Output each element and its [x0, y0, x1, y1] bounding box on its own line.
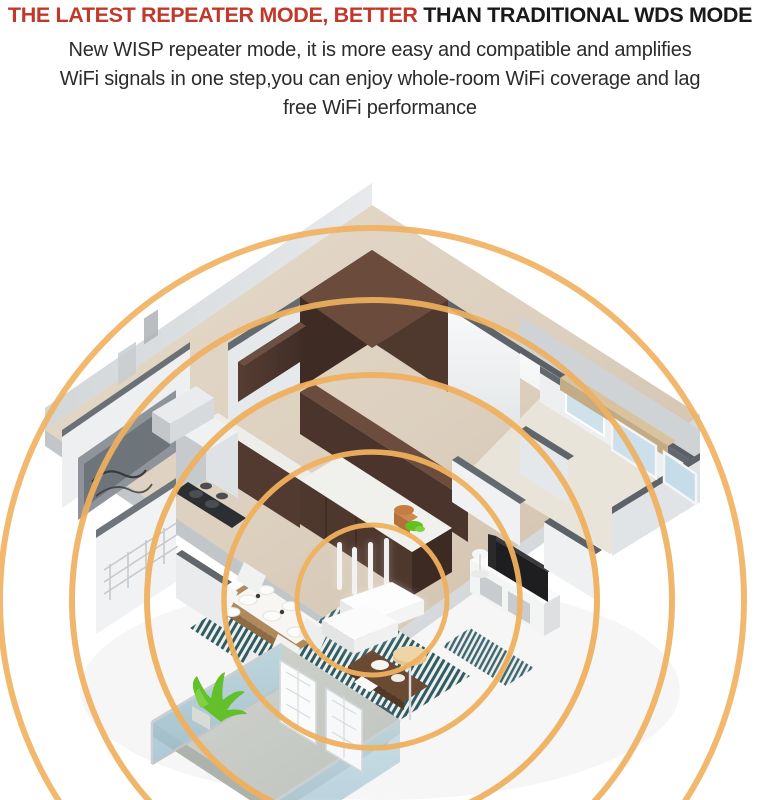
hall-partition-2 — [520, 430, 568, 504]
apartment-wifi-illustration: Isometric 3D cutaway of an apartment wit… — [0, 130, 760, 800]
wifi-ring-3 — [144, 372, 600, 800]
hall-partition-2-cap — [520, 426, 574, 460]
upper-cabinet-left — [238, 322, 300, 402]
apartment-model — [45, 183, 700, 800]
page-title: THE LATEST REPEATER MODE, BETTER THAN TR… — [0, 2, 760, 28]
hall-partition-1-cap — [452, 456, 526, 504]
router-antennas — [337, 538, 389, 595]
balcony-rail-top-right — [274, 718, 401, 800]
router-base-right — [354, 622, 398, 654]
wall-utility-left-cap — [62, 342, 190, 437]
scene-top-fade — [0, 130, 760, 136]
wall-lower-left-cap — [96, 478, 176, 538]
router-base-left — [322, 620, 354, 654]
wifi-signal-rings — [0, 225, 747, 800]
tv-console-side — [544, 595, 560, 636]
headline-black-segment: THAN TRADITIONAL WDS MODE — [417, 3, 753, 27]
range-hood-side — [152, 412, 170, 444]
coffee-table-decor — [354, 660, 405, 692]
range-hood-top — [152, 386, 214, 424]
router-base-top — [322, 604, 398, 640]
wall-kitchen-left-cap — [228, 297, 300, 351]
kitchen-counter-run-top — [300, 384, 482, 500]
island-plant — [394, 505, 425, 534]
wall-right-outer-top — [520, 316, 700, 460]
kitchen-counter-run — [300, 392, 468, 542]
wifi-router — [322, 538, 424, 654]
upper-cabinet-left-top — [238, 322, 306, 366]
description-line-1: New WISP repeater mode, it is more easy … — [68, 39, 692, 61]
dining-partition-cap — [176, 550, 232, 586]
cooktop-burners — [189, 482, 228, 508]
wifi-ring-2 — [221, 449, 523, 751]
range-hood-face — [170, 398, 214, 444]
description-line-3: free WiFi performance — [283, 97, 477, 119]
coffee-table-top — [348, 650, 428, 702]
isometric-apartment-svg: Isometric 3D cutaway of an apartment wit… — [0, 130, 760, 800]
description-text: New WISP repeater mode, it is more easy … — [0, 36, 760, 123]
description-line-2: WiFi signals in one step,you can enjoy w… — [59, 68, 701, 90]
console-lamp — [471, 549, 489, 578]
rug-strip-right — [442, 628, 534, 686]
wifi-ring-1 — [294, 522, 450, 678]
dining-partition — [176, 554, 226, 630]
utility-niche-inner — [84, 404, 170, 508]
wifi-ring-5 — [0, 225, 747, 800]
wall-kitchen-right — [448, 300, 520, 430]
headline-red-segment: THE LATEST REPEATER MODE, BETTER — [7, 3, 418, 27]
balcony-plant — [192, 672, 247, 730]
living-right-wall — [544, 522, 596, 600]
utility-equipment — [91, 309, 158, 497]
kitchen-island-side — [412, 528, 452, 596]
tv-screen — [492, 538, 548, 602]
tv-side — [488, 534, 496, 570]
wifi-ring-4 — [69, 297, 675, 800]
